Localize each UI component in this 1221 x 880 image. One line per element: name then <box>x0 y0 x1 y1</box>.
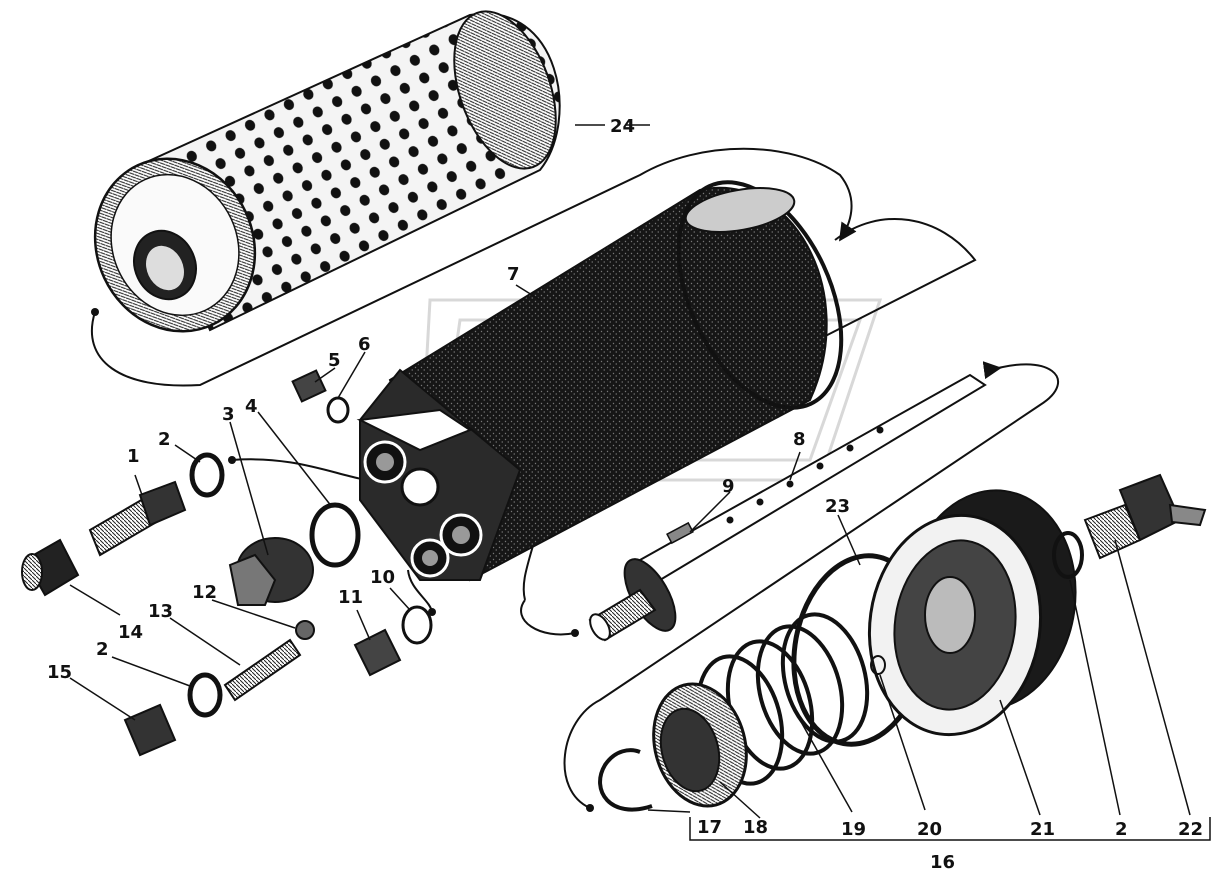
label-18: 18 <box>743 817 768 838</box>
connector-dots <box>91 308 594 812</box>
label-11: 11 <box>338 587 363 608</box>
label-17: 17 <box>697 817 722 838</box>
label-6: 6 <box>358 334 371 355</box>
label-12: 12 <box>192 582 217 603</box>
label-20: 20 <box>917 819 942 840</box>
filter-housing-7 <box>356 180 844 582</box>
label-10: 10 <box>370 567 395 588</box>
o-ring-4 <box>309 502 361 568</box>
washer-6 <box>326 396 350 424</box>
label-2-lower: 2 <box>96 639 109 660</box>
union-1 <box>88 480 187 557</box>
nut-11 <box>353 628 402 677</box>
plug-5 <box>291 369 327 403</box>
label-3: 3 <box>222 404 235 425</box>
label-24: 24 <box>610 116 635 137</box>
label-7: 7 <box>507 264 520 285</box>
spring-13 <box>223 638 302 702</box>
key-9 <box>666 521 694 545</box>
label-13: 13 <box>148 601 173 622</box>
label-15: 15 <box>47 662 72 683</box>
o-ring-2-right <box>1052 531 1084 579</box>
fitting-22 <box>1083 473 1207 560</box>
valve-body-3 <box>228 537 314 606</box>
o-ring-20 <box>870 655 886 675</box>
label-23: 23 <box>825 496 850 517</box>
ball-12 <box>295 620 315 640</box>
label-14: 14 <box>118 622 143 643</box>
washer-10 <box>401 605 433 645</box>
plug-15 <box>123 703 177 757</box>
label-1: 1 <box>127 446 140 467</box>
retainer-18 <box>652 682 748 808</box>
label-5: 5 <box>328 350 341 371</box>
label-16: 16 <box>930 852 955 873</box>
label-2-right: 2 <box>1115 819 1128 840</box>
snap-ring-17 <box>598 748 653 812</box>
callout-labels: 24 7 5 6 3 4 8 2 1 9 23 10 11 12 13 14 2… <box>47 116 1203 873</box>
center-tube-8 <box>588 373 987 642</box>
label-9: 9 <box>722 476 735 497</box>
cover-21 <box>867 489 1077 737</box>
leader-lines <box>69 124 1211 841</box>
label-8: 8 <box>793 429 806 450</box>
cap-nut-14 <box>21 538 80 597</box>
filter-element-24 <box>93 10 561 333</box>
label-22: 22 <box>1178 819 1203 840</box>
washer-2-lower <box>187 672 223 718</box>
label-19: 19 <box>841 819 866 840</box>
label-21: 21 <box>1030 819 1055 840</box>
label-2-top: 2 <box>158 429 171 450</box>
label-4: 4 <box>245 396 258 417</box>
washer-2-top <box>189 452 225 498</box>
